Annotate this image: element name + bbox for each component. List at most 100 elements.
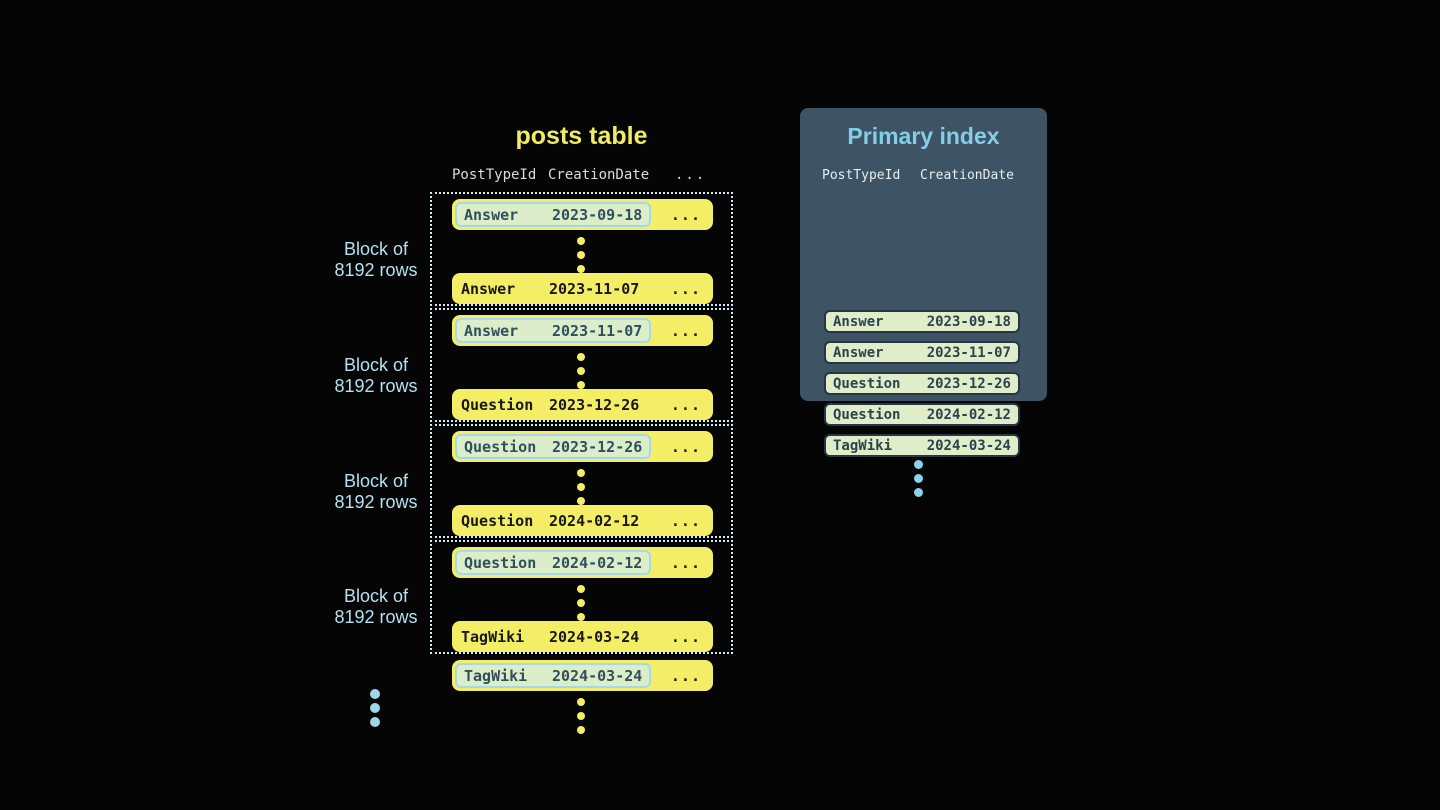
- table-row-indexed: Answer 2023-11-07 ...: [452, 315, 713, 346]
- dot: [577, 712, 585, 720]
- posttypeid-cell: Answer: [464, 321, 519, 340]
- dot: [914, 487, 923, 497]
- indexed-row-highlight: Question 2024-02-12: [455, 550, 652, 575]
- primary-index-panel: Primary index PostTypeId CreationDate An…: [800, 108, 1047, 497]
- dot: [577, 353, 585, 361]
- row-ellipsis: ...: [670, 553, 701, 572]
- creationdate-cell: 2024-03-24: [549, 627, 640, 646]
- posttypeid-cell: Answer: [461, 279, 516, 298]
- posttypeid-cell: TagWiki: [833, 437, 893, 454]
- table-row-indexed: Answer 2023-09-18 ...: [452, 199, 713, 230]
- rows-ellipsis-dots: [577, 234, 585, 276]
- posttypeid-cell: TagWiki: [461, 627, 525, 646]
- index-entry: Question 2023-12-26: [824, 372, 1020, 395]
- row-block-2: Answer 2023-11-07 ... Question 2023-12-2…: [430, 308, 733, 422]
- dot: [577, 497, 585, 505]
- dot: [577, 265, 585, 273]
- table-row-last: TagWiki 2024-03-24 ...: [452, 621, 713, 652]
- column-header-ellipsis: ...: [675, 167, 707, 183]
- table-row-last: Answer 2023-11-07 ...: [452, 273, 713, 304]
- posttypeid-cell: Answer: [464, 205, 519, 224]
- row-ellipsis: ...: [670, 437, 701, 456]
- row-ellipsis: ...: [670, 666, 701, 685]
- index-continuation-dots: [914, 457, 923, 499]
- creationdate-cell: 2024-03-24: [552, 666, 643, 685]
- rows-ellipsis-dots: [577, 350, 585, 392]
- dot: [577, 698, 585, 706]
- posttypeid-cell: TagWiki: [464, 666, 528, 685]
- rows-ellipsis-dots: [577, 582, 585, 624]
- indexed-row-highlight: TagWiki 2024-03-24: [455, 663, 652, 688]
- dot: [577, 585, 585, 593]
- indexed-row-highlight: Answer 2023-09-18: [455, 202, 652, 227]
- dot: [577, 469, 585, 477]
- posttypeid-cell: Question: [464, 553, 537, 572]
- creationdate-cell: 2024-02-12: [552, 553, 643, 572]
- dot: [577, 613, 585, 621]
- row-ellipsis: ...: [670, 279, 701, 298]
- block-size-label: Block of 8192 rows: [334, 471, 418, 512]
- posttypeid-cell: Question: [461, 395, 534, 414]
- creationdate-cell: 2023-09-18: [926, 313, 1011, 330]
- row-block-4: Question 2024-02-12 ... TagWiki 2024-03-…: [430, 540, 733, 654]
- creationdate-cell: 2024-03-24: [926, 437, 1011, 454]
- block-size-label: Block of 8192 rows: [334, 355, 418, 396]
- row-ellipsis: ...: [670, 205, 701, 224]
- posttypeid-cell: Answer: [833, 313, 884, 330]
- dot: [577, 251, 585, 259]
- row-ellipsis: ...: [670, 627, 701, 646]
- index-column-header-creationdate: CreationDate: [920, 168, 1014, 183]
- posttypeid-cell: Question: [461, 511, 534, 530]
- indexed-row-highlight: Question 2023-12-26: [455, 434, 652, 459]
- dot: [577, 483, 585, 491]
- rows-ellipsis-dots: [577, 466, 585, 508]
- dot: [577, 726, 585, 734]
- dot: [577, 381, 585, 389]
- creationdate-cell: 2024-02-12: [926, 406, 1011, 423]
- indexed-row-highlight: Answer 2023-11-07: [455, 318, 652, 343]
- posttypeid-cell: Question: [833, 375, 901, 392]
- table-row-indexed-overflow: TagWiki 2024-03-24 ...: [452, 660, 713, 691]
- row-block-3: Question 2023-12-26 ... Question 2024-02…: [430, 424, 733, 538]
- index-entry: Question 2024-02-12: [824, 403, 1020, 426]
- primary-index-title: Primary index: [847, 123, 1000, 149]
- table-continuation-dots: [577, 695, 585, 737]
- creationdate-cell: 2023-12-26: [549, 395, 640, 414]
- posttypeid-cell: Question: [464, 437, 537, 456]
- dot: [914, 459, 923, 469]
- table-row-indexed: Question 2023-12-26 ...: [452, 431, 713, 462]
- creationdate-cell: 2023-09-18: [552, 205, 643, 224]
- index-entry: Answer 2023-09-18: [824, 310, 1020, 333]
- blocks-continuation-dots: [370, 687, 380, 729]
- column-header-creationdate: CreationDate: [548, 167, 650, 183]
- block-size-label: Block of 8192 rows: [334, 586, 418, 627]
- creationdate-cell: 2023-11-07: [926, 344, 1011, 361]
- creationdate-cell: 2023-11-07: [552, 321, 643, 340]
- creationdate-cell: 2023-12-26: [926, 375, 1011, 392]
- row-ellipsis: ...: [670, 321, 701, 340]
- table-row-last: Question 2024-02-12 ...: [452, 505, 713, 536]
- posttypeid-cell: Answer: [833, 344, 884, 361]
- posts-table-title: posts table: [515, 122, 648, 150]
- creationdate-cell: 2024-02-12: [549, 511, 640, 530]
- creationdate-cell: 2023-12-26: [552, 437, 643, 456]
- table-row-indexed: Question 2024-02-12 ...: [452, 547, 713, 578]
- dot: [577, 237, 585, 245]
- creationdate-cell: 2023-11-07: [549, 279, 640, 298]
- posttypeid-cell: Question: [833, 406, 901, 423]
- index-entry: TagWiki 2024-03-24: [824, 434, 1020, 457]
- table-row-last: Question 2023-12-26 ...: [452, 389, 713, 420]
- row-ellipsis: ...: [670, 395, 701, 414]
- dot: [914, 473, 923, 483]
- row-block-1: Answer 2023-09-18 ... Answer 2023-11-07 …: [430, 192, 733, 306]
- dot: [577, 367, 585, 375]
- dot: [370, 717, 380, 727]
- row-ellipsis: ...: [670, 511, 701, 530]
- dot: [577, 599, 585, 607]
- dot: [370, 689, 380, 699]
- index-entry: Answer 2023-11-07: [824, 341, 1020, 364]
- block-size-label: Block of 8192 rows: [334, 239, 418, 280]
- dot: [370, 703, 380, 713]
- index-column-header-posttypeid: PostTypeId: [822, 168, 901, 183]
